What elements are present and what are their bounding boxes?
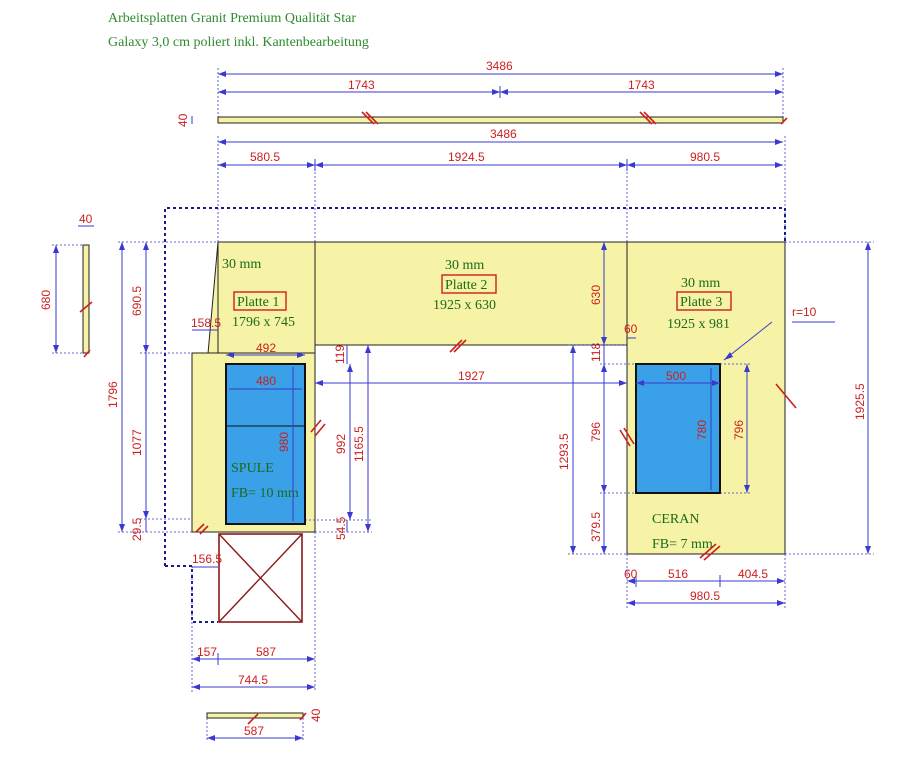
countertop [191, 241, 797, 623]
bottom-strip-group: 587 40 [206, 708, 323, 742]
dim-796-right: 796 [732, 420, 746, 440]
dim-1925-5: 1925.5 [853, 383, 867, 420]
dim-500: 500 [666, 369, 686, 383]
plate-1-name: Platte 1 [237, 295, 279, 310]
dim-1796: 1796 [106, 381, 120, 408]
sink-label: SPULE [231, 461, 274, 476]
dim-top-half-right: 1743 [628, 78, 655, 92]
dim-516: 516 [668, 567, 688, 581]
plate-1-size: 1796 x 745 [232, 315, 295, 330]
dim-top-total: 3486 [486, 59, 513, 73]
cooktop-cutout [635, 363, 721, 494]
dim-690-5: 690.5 [130, 286, 144, 316]
dim-980: 980 [277, 432, 291, 452]
side-strip-group: 40 680 [39, 212, 94, 358]
dim-630: 630 [589, 285, 603, 305]
dim-780: 780 [695, 420, 709, 440]
dim-seg-mid: 1924.5 [448, 150, 485, 164]
overall-dims: 3486 580.5 1924.5 980.5 [217, 127, 786, 540]
left-dims: 1796 690.5 1077 29.5 158.5 156.5 [106, 241, 222, 568]
dim-157: 157 [197, 645, 217, 659]
sink-dims: 492 480 980 119 992 1165.5 54.5 [226, 341, 372, 540]
dim-1293-5: 1293.5 [557, 433, 571, 470]
dim-379-5: 379.5 [589, 512, 603, 542]
dim-992: 992 [334, 434, 348, 454]
dim-54-5: 54.5 [334, 516, 348, 540]
middle-dims: 1927 630 118 1293.5 796 379.5 [315, 242, 636, 555]
radius-label: r=10 [792, 305, 817, 319]
dim-492: 492 [256, 341, 276, 355]
dim-bottom-strip-thickness: 40 [309, 708, 323, 722]
dim-60-bottom: 60 [624, 567, 638, 581]
dim-118: 118 [589, 343, 603, 362]
top-strip-group: 3486 1743 1743 40 [176, 59, 788, 127]
plate-3-name-box [676, 291, 732, 311]
dim-seg-left: 580.5 [250, 150, 280, 164]
bottom-left-dims: 157 587 744.5 [191, 540, 316, 692]
dim-total: 3486 [490, 127, 517, 141]
plate-3-thickness: 30 mm [681, 276, 720, 291]
dim-1927: 1927 [458, 369, 485, 383]
plate-2-name-box [441, 274, 497, 294]
title-line-1: Arbeitsplatten Granit Premium Qualität S… [108, 11, 356, 26]
cooktop-label: CERAN [652, 512, 699, 527]
plate-2-thickness: 30 mm [445, 258, 484, 273]
dim-156-5: 156.5 [192, 552, 222, 566]
cooktop-fb-label: FB= 7 mm [652, 537, 713, 552]
title-line-2: Galaxy 3,0 cm poliert inkl. Kantenbearbe… [108, 35, 369, 50]
sink-cutout [225, 363, 306, 525]
top-strip-panel [217, 116, 784, 124]
dim-29-5: 29.5 [130, 517, 144, 541]
dim-top-strip-thickness: 40 [176, 113, 190, 127]
dim-404-5: 404.5 [738, 567, 768, 581]
plate-1-name-box [233, 291, 287, 311]
wall-outline [164, 207, 786, 566]
sink-fb-label: FB= 10 mm [231, 486, 299, 501]
plate-3-name: Platte 3 [680, 295, 722, 310]
dim-side-strip-width: 40 [79, 212, 93, 226]
dim-744-5: 744.5 [238, 673, 268, 687]
dim-60-top: 60 [624, 322, 638, 336]
dim-158-5: 158.5 [191, 316, 221, 330]
side-strip-panel [82, 244, 90, 354]
plate-1-thickness: 30 mm [222, 257, 261, 272]
dim-587: 587 [256, 645, 276, 659]
plate-3-size: 1925 x 981 [667, 317, 730, 332]
plate-2-name: Platte 2 [445, 278, 487, 293]
dim-119: 119 [333, 345, 347, 364]
dim-seg-right: 980.5 [690, 150, 720, 164]
dim-top-half-left: 1743 [348, 78, 375, 92]
dim-1077: 1077 [130, 429, 144, 456]
dim-980-5-bottom: 980.5 [690, 589, 720, 603]
dim-796-left: 796 [589, 422, 603, 442]
dim-bottom-strip-width: 587 [244, 724, 264, 738]
cooktop-dims: 60 500 780 796 1925.5 60 516 404.5 980.5 [624, 241, 874, 608]
dim-480: 480 [256, 374, 276, 388]
dim-1165-5: 1165.5 [352, 426, 366, 462]
dim-side-strip-height: 680 [39, 290, 53, 310]
plate-2-size: 1925 x 630 [433, 298, 496, 313]
